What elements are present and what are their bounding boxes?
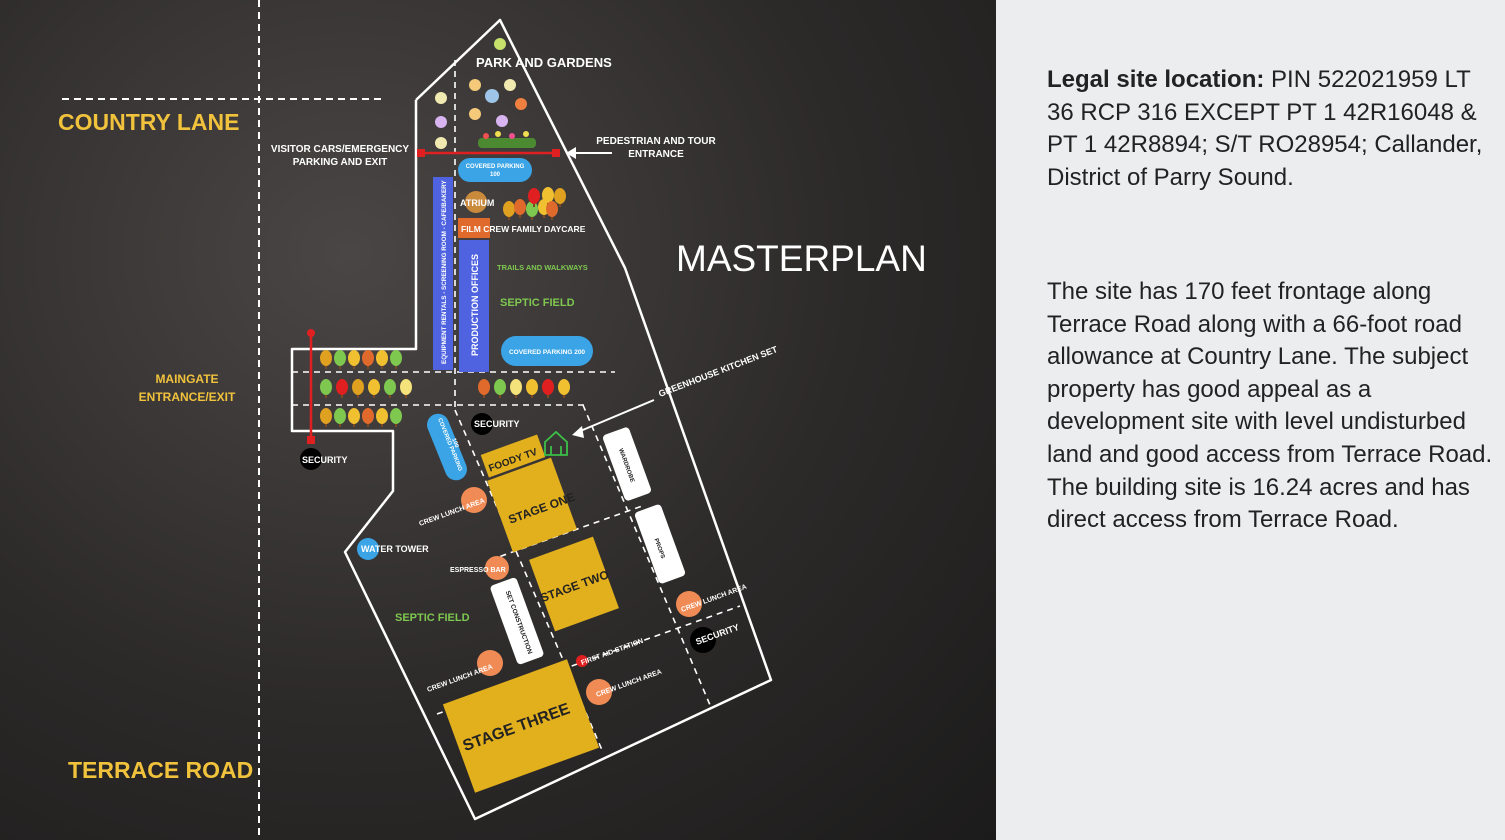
- crew-lunch-label-3: CREW LUNCH AREA: [426, 664, 494, 694]
- lunch-marker-4: [586, 679, 612, 705]
- tree-row-middle: [320, 379, 570, 398]
- covered-200-label: COVERED PARKING 200: [509, 349, 585, 356]
- security-marker-gate: [300, 448, 322, 470]
- lunch-marker-1: [461, 487, 487, 513]
- site-map: COUNTRY LANE TERRACE ROAD MASTERPLAN PAR…: [0, 0, 996, 840]
- production-label: PRODUCTION OFFICES: [470, 254, 480, 356]
- espresso-marker: [485, 556, 509, 580]
- security-marker-bottom: [690, 627, 716, 653]
- description-paragraph: The site has 170 feet frontage along Ter…: [1047, 278, 1493, 534]
- daycare-building: [458, 218, 490, 238]
- trails-label: TRAILS AND WALKWAYS: [497, 263, 588, 272]
- atrium-marker: [465, 191, 487, 213]
- park-gardens-label: PARK AND GARDENS: [476, 55, 612, 70]
- maingate-label-2: ENTRANCE/EXIT: [139, 390, 236, 404]
- property-boundary: [290, 18, 773, 821]
- info-panel: Legal site location: PIN 522021959 LT 36…: [996, 0, 1505, 840]
- set-construction-building: [490, 577, 544, 665]
- covered-parking-100: [458, 158, 532, 182]
- production-offices-building: [459, 240, 489, 372]
- equipment-label: EQUIPMENT RENTALS - SCREENING ROOM - CAF…: [441, 180, 448, 364]
- legal-text: PIN 522021959 LT 36 RCP 316 EXCEPT PT 1 …: [1047, 66, 1483, 191]
- covered-100-label-2: 100: [490, 172, 501, 178]
- stage-one-building: [487, 457, 577, 553]
- greenhouse-icon: [544, 430, 568, 456]
- greenhouse-arrow-icon: [572, 426, 584, 438]
- security-label-top: SECURITY: [474, 419, 520, 429]
- lunch-marker-2: [676, 591, 702, 617]
- equipment-rentals-building: [433, 177, 453, 370]
- country-lane-label: COUNTRY LANE: [58, 109, 239, 135]
- daycare-label: FILM CREW FAMILY DAYCARE: [461, 224, 586, 234]
- security-marker-top: [471, 413, 493, 435]
- masterplan-map: COUNTRY LANE TERRACE ROAD MASTERPLAN PAR…: [58, 0, 927, 840]
- pedestrian-label-2: ENTRANCE: [628, 149, 684, 160]
- masterplan-title: MASTERPLAN: [676, 238, 927, 279]
- stage-two-building: [529, 536, 619, 632]
- first-aid-label: FIRST AID STATION: [580, 638, 644, 667]
- covered-100-label-1: COVERED PARKING: [466, 164, 525, 170]
- garden-flowers: [435, 38, 536, 149]
- septic-top-label: SEPTIC FIELD: [500, 297, 575, 309]
- foody-tv-building: [480, 434, 546, 478]
- visitor-label-1: VISITOR CARS/EMERGENCY: [271, 144, 409, 155]
- props-building: [634, 504, 686, 584]
- visitor-label-2: PARKING AND EXIT: [293, 157, 387, 168]
- septic-bottom-label: SEPTIC FIELD: [395, 612, 470, 624]
- covered-parking-side: [427, 413, 467, 481]
- tree-row-bottom: [320, 408, 402, 427]
- legal-paragraph: Legal site location: PIN 522021959 LT 36…: [1047, 64, 1497, 194]
- tree-row-top: [320, 350, 402, 369]
- atrium-label: ATRIUM: [460, 198, 494, 208]
- water-tower-label: WATER TOWER: [361, 544, 429, 554]
- pedestrian-label-1: PEDESTRIAN AND TOUR: [596, 136, 716, 147]
- pedestrian-arrow-icon: [566, 147, 576, 159]
- lunch-marker-3: [477, 650, 503, 676]
- wardrobe-building: [603, 427, 651, 501]
- stage-three-building: [442, 659, 600, 793]
- maingate-label-1: MAINGATE: [155, 372, 218, 386]
- covered-parking-200: [501, 336, 593, 366]
- legal-heading: Legal site location:: [1047, 66, 1265, 93]
- covered-side-label-2: 100: [450, 438, 459, 449]
- terrace-road-label: TERRACE ROAD: [68, 757, 253, 783]
- first-aid-marker: [576, 655, 588, 667]
- greenhouse-label: GREENHOUSE KITCHEN SET: [657, 344, 779, 399]
- water-tower-marker: [357, 538, 379, 560]
- espresso-label: ESPRESSO BAR: [450, 567, 506, 574]
- security-label-bottom: SECURITY: [694, 622, 740, 647]
- security-label-gate: SECURITY: [302, 455, 348, 465]
- tree-cluster-atrium: [503, 187, 566, 220]
